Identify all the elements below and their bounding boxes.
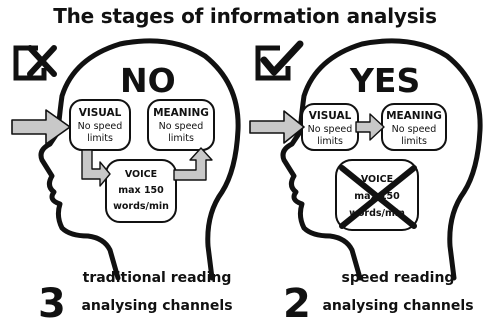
right-caption-line2: analysing channels bbox=[322, 298, 474, 314]
left-visual-line2: limits bbox=[87, 133, 113, 144]
left-verdict: NO bbox=[120, 61, 176, 100]
right-visual-line1: No speed bbox=[308, 124, 353, 135]
left-caption: traditional reading analysing channels bbox=[68, 268, 246, 316]
diagram-title: The stages of information analysis bbox=[53, 4, 437, 28]
left-voice-to-meaning-arrow bbox=[173, 147, 213, 181]
left-voice-title: VOICE bbox=[125, 169, 157, 180]
right-voice-title: VOICE bbox=[361, 174, 393, 185]
right-caption-line1: speed reading bbox=[341, 270, 455, 286]
left-voice-box bbox=[105, 159, 177, 223]
left-visual-line1: No speed bbox=[78, 121, 123, 132]
checked-checkbox-icon bbox=[255, 40, 304, 81]
left-panel: NO VISUAL No speed limits MEANING No spe… bbox=[11, 38, 241, 281]
right-verdict: YES bbox=[349, 61, 420, 100]
right-caption: speed reading analysing channels bbox=[313, 268, 483, 316]
right-input-arrow bbox=[249, 110, 305, 144]
right-visual-title: VISUAL bbox=[309, 110, 352, 122]
left-voice-line2: words/min bbox=[113, 201, 169, 212]
left-input-arrow bbox=[11, 109, 71, 145]
left-meaning-box bbox=[147, 99, 215, 151]
right-meaning-title: MEANING bbox=[386, 110, 442, 122]
left-meaning-line1: No speed bbox=[159, 121, 204, 132]
left-voice-line1: max 150 bbox=[118, 185, 164, 196]
right-voice-cross-icon bbox=[339, 165, 417, 229]
right-meaning-line1: No speed bbox=[392, 124, 437, 135]
left-meaning-line2: limits bbox=[168, 133, 194, 144]
left-meaning-title: MEANING bbox=[153, 107, 209, 119]
crossed-checkbox-icon bbox=[13, 45, 57, 81]
right-visual-line2: limits bbox=[317, 136, 343, 147]
left-visual-box bbox=[69, 99, 131, 151]
left-caption-line2: analysing channels bbox=[81, 298, 233, 314]
left-caption-line1: traditional reading bbox=[82, 270, 232, 286]
right-voice-line2: words/min bbox=[349, 208, 405, 219]
left-visual-title: VISUAL bbox=[79, 107, 122, 119]
right-visual-to-meaning-arrow bbox=[355, 113, 385, 141]
right-channel-count: 2 bbox=[283, 281, 311, 327]
right-panel: YES VISUAL No speed limits MEANING No sp… bbox=[249, 38, 483, 281]
left-channel-count: 3 bbox=[38, 281, 66, 327]
right-meaning-line2: limits bbox=[401, 136, 427, 147]
left-visual-to-voice-arrow bbox=[81, 149, 111, 187]
